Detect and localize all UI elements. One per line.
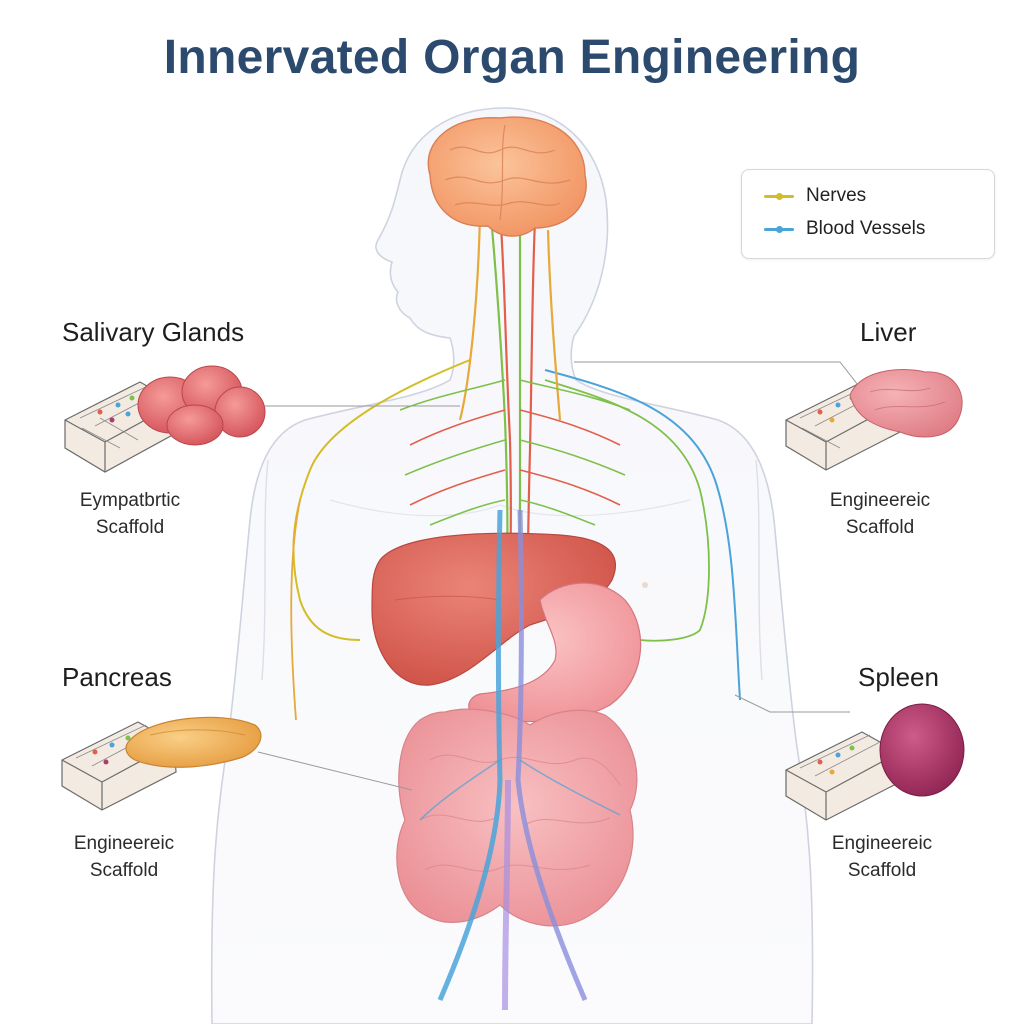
scaffold-label-pancreas-line2: Scaffold	[89, 860, 159, 881]
scaffold-label-pancreas-line1: Engineereic	[73, 833, 175, 854]
chest-line	[329, 499, 691, 517]
legend: Nerves Blood Vessels	[741, 169, 995, 259]
liver-small-organ	[849, 369, 963, 438]
page-title: Innervated Organ Engineering	[163, 31, 861, 84]
scaffold-label-pancreas: Engineereic Scaffold	[34, 830, 214, 884]
intestine-organ	[396, 708, 638, 927]
salivary-gland-organ	[137, 365, 266, 446]
arm-line-left	[261, 459, 269, 681]
brain	[427, 116, 587, 237]
leader-lines	[257, 361, 859, 791]
legend-label-vessels: Blood Vessels	[806, 218, 926, 239]
scaffold-label-liver: Engineereic Scaffold	[790, 487, 970, 541]
scaffold-label-spleen-line2: Scaffold	[847, 860, 917, 881]
vessel-swatch-icon	[764, 225, 794, 233]
nerve-branches	[399, 379, 631, 526]
nipple-right	[642, 582, 648, 588]
scaffold-label-salivary-line1: Eympatbrtic	[79, 490, 181, 511]
organ-label-pancreas: Pancreas	[62, 662, 172, 692]
scaffold-label-salivary: Eympatbrtic Scaffold	[40, 487, 220, 541]
liver-organ	[371, 532, 617, 686]
spleen-scaffold-block	[785, 731, 901, 821]
scaffold-label-spleen: Engineereic Scaffold	[792, 830, 972, 884]
nerve-swatch-icon	[764, 192, 794, 200]
scaffold-label-salivary-line2: Scaffold	[95, 517, 165, 538]
organ-label-liver: Liver	[860, 317, 917, 347]
spleen-organ	[879, 703, 965, 797]
legend-item-nerves: Nerves	[764, 184, 866, 208]
organ-label-spleen: Spleen	[858, 662, 939, 692]
organ-label-salivary: Salivary Glands	[62, 317, 245, 347]
scaffold-label-liver-line1: Engineereic	[829, 490, 931, 511]
major-vessels	[419, 509, 621, 1011]
arm-line-right	[755, 459, 763, 681]
nerve-path-left-outer	[290, 499, 301, 721]
scaffold-label-liver-line2: Scaffold	[845, 517, 915, 538]
legend-item-vessels: Blood Vessels	[764, 217, 925, 241]
scaffold-label-spleen-line1: Engineereic	[831, 833, 933, 854]
pancreas-organ	[125, 716, 262, 768]
vessel-path-right-arm	[544, 369, 741, 701]
legend-label-nerves: Nerves	[806, 185, 867, 206]
